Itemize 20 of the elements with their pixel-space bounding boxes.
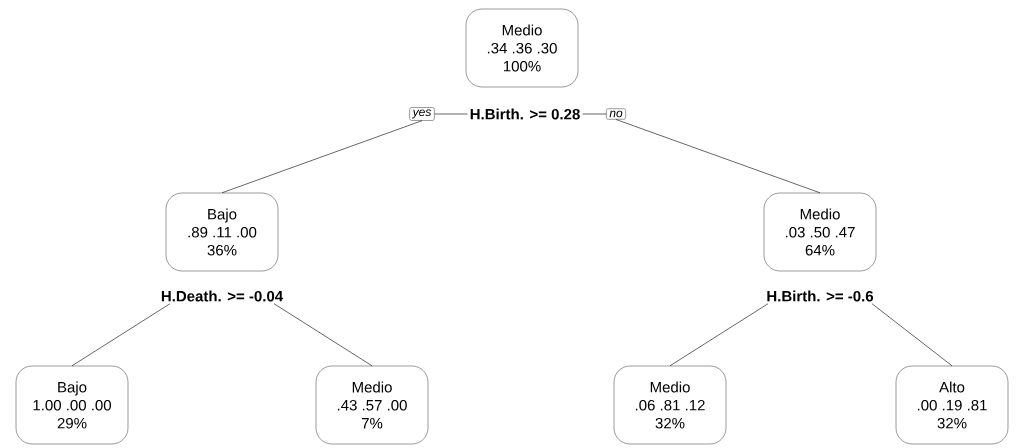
leaf-box: Medio .06 .81 .12 32%	[613, 365, 727, 445]
connector-line	[221, 120, 423, 194]
leaf-box: Medio .43 .57 .00 7%	[315, 365, 429, 445]
split-label: H.Birth. >= -0.6	[767, 290, 874, 302]
leaf-box: Bajo .89 .11 .00 36%	[165, 192, 279, 272]
connector-line	[669, 303, 769, 367]
connector-line	[71, 303, 171, 367]
connector-line	[871, 303, 953, 367]
connector-line	[582, 113, 607, 115]
leaf-box: Alto .00 .19 .81 32%	[895, 365, 1009, 445]
split-label: H.Death. >= -0.04	[161, 290, 284, 302]
leaf-box: Medio .03 .50 .47 64%	[763, 192, 877, 272]
connector-line	[273, 303, 373, 367]
connector-line	[615, 119, 821, 194]
branch-tag: yes	[409, 107, 435, 121]
leaf-box: Medio .34 .36 .30 100%	[465, 8, 579, 88]
split-label: H.Birth. >= 0.28	[470, 108, 580, 120]
leaf-box: Bajo 1.00 .00 .00 29%	[15, 365, 129, 445]
branch-tag: no	[606, 108, 626, 120]
connector-line	[434, 113, 468, 115]
